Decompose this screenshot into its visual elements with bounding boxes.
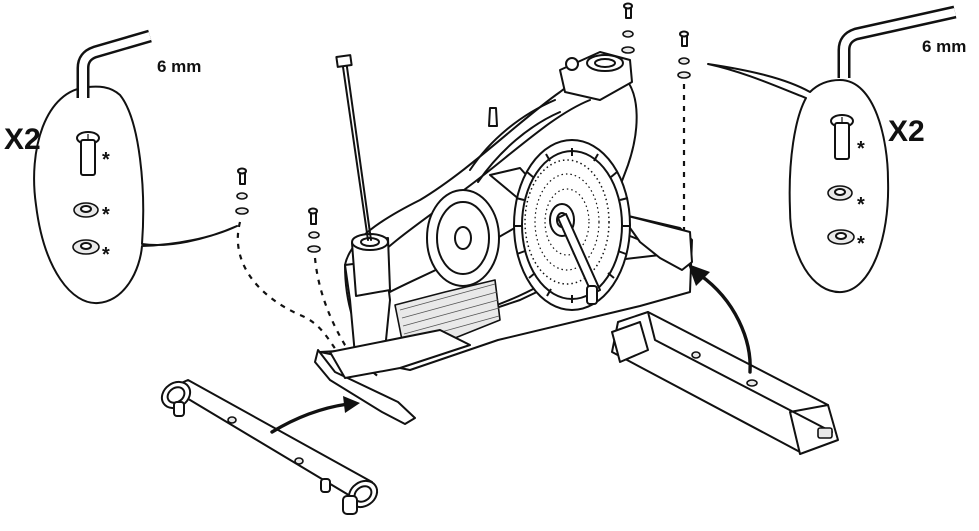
hex-key-icon (837, 5, 957, 78)
right-bolt-marker: * (857, 138, 865, 160)
arrow-front-stabilizer (270, 396, 360, 434)
left-callout: 6 mm X2 * * * (4, 29, 238, 305)
right-quantity-label: X2 (888, 115, 925, 148)
right-spring-washer-marker: * (857, 194, 865, 216)
flat-washer-icon (72, 239, 100, 255)
spring-washer-icon (73, 202, 99, 218)
guide-line-left (236, 221, 353, 373)
bolt-icon (76, 131, 100, 176)
guide-line-mid (313, 257, 381, 379)
fastener-stack-mid (307, 207, 321, 253)
fastener-stack-left (235, 167, 249, 215)
bolt-icon (830, 114, 854, 160)
left-callout-bubble (33, 85, 238, 305)
right-flat-washer-marker: * (857, 233, 865, 255)
left-quantity-label: X2 (4, 123, 41, 156)
bike-frame (314, 51, 693, 425)
rear-stabilizer (611, 311, 839, 455)
right-callout-bubble (707, 63, 890, 294)
left-tool-size-label: 6 mm (157, 57, 201, 76)
left-flat-washer-marker: * (102, 244, 110, 266)
left-bolt-marker: * (102, 149, 110, 171)
flat-washer-icon (827, 229, 855, 245)
left-spring-washer-marker: * (102, 204, 110, 226)
arrow-rear-stabilizer (688, 264, 752, 374)
front-stabilizer (160, 379, 379, 515)
right-callout: 6 mm X2 * * * (707, 5, 966, 294)
fastener-stack-rear-1 (621, 2, 635, 54)
fastener-stack-rear-2 (677, 30, 691, 79)
spring-washer-icon (827, 185, 853, 201)
hex-key-icon (76, 29, 152, 98)
right-tool-size-label: 6 mm (922, 37, 966, 56)
